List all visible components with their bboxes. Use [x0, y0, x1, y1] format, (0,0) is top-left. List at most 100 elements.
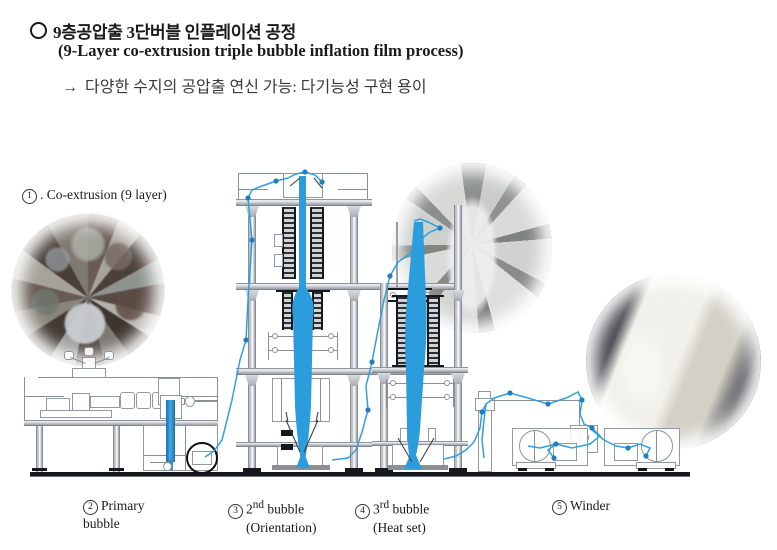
tower3-cage-roller-2 [444, 380, 450, 386]
extruder-gearbox [72, 393, 90, 411]
title-korean: 9층공압출 3단버블 인플레이션 공정 [53, 23, 297, 42]
feed-hopper-a [120, 392, 135, 409]
deck-top [38, 377, 198, 379]
tower3-bracket-c [451, 290, 465, 301]
winder-foot-1b [545, 468, 554, 471]
tower2-foot-left [243, 468, 261, 472]
winder-foot-2b [665, 468, 674, 471]
tower2-top-rail-right [323, 173, 368, 175]
tower3-col-right [454, 205, 462, 472]
die-arm-right [104, 351, 114, 360]
tower2-base-pad [272, 465, 330, 470]
label-primary-text: Primary [101, 498, 145, 513]
extruder-motor [46, 398, 70, 411]
tower3-oven-base [392, 365, 444, 367]
primary-tank-floor [150, 462, 170, 464]
tower2-cage-post-r [337, 332, 339, 360]
tower2-collapse-post-r [320, 378, 322, 422]
deck-foot-left [32, 468, 47, 471]
winder-drive-2 [614, 443, 638, 461]
tower2-mid-oven-left [282, 292, 293, 330]
tower2-oven-tab-a [274, 234, 283, 247]
tower3-oven-cap [392, 295, 444, 297]
deck-back-wall [24, 377, 26, 420]
label-winder-text: Winder [570, 498, 610, 513]
label-third-sup: rd [379, 499, 390, 511]
tower3-foot-left [375, 468, 393, 472]
tower2-oven-left [282, 207, 296, 279]
die-head-photo [12, 214, 164, 366]
label-second-line2: (Orientation) [246, 519, 317, 535]
page-note-text: 다양한 수지의 공압출 연신 가능: 다기능성 구현 용이 [85, 79, 427, 96]
quench-water-level [143, 455, 185, 457]
stage-number-2: 2 [83, 500, 98, 515]
label-co-extrusion: 1. Co-extrusion (9 layer) [22, 186, 167, 204]
tower2-collapse-post-l [281, 378, 283, 422]
bullet-circle-icon [30, 22, 47, 39]
label-second-sup: nd [252, 499, 264, 511]
tower3-base-pad [388, 465, 448, 470]
tower2-cage-roller-3 [272, 347, 278, 353]
label-co-extrusion-suffix: . [40, 187, 44, 202]
winder-tension-tower [478, 410, 492, 472]
tower2-oven-right [310, 207, 324, 279]
deck-rail [24, 396, 64, 398]
tower3-nip-housing [392, 444, 444, 466]
tower3-foot-right [449, 468, 467, 472]
tower2-beam-top [236, 199, 372, 206]
deck-top-right [196, 377, 218, 379]
tower3-bracket-b [451, 373, 465, 384]
tower2-nip-block-a [281, 430, 293, 436]
tower2-top-post-r [367, 173, 369, 200]
tower3-beam-top [372, 367, 468, 373]
tower2-top-rail-left2 [238, 189, 268, 191]
stage-number-3: 3 [228, 503, 243, 519]
tower2-top-post-l [238, 173, 240, 200]
deck-slab [24, 420, 218, 426]
primary-bubble-column [166, 400, 175, 462]
label-third-rest: bubble [389, 501, 430, 517]
tower3-oven-right [427, 297, 440, 367]
tower3-cage-roller-3 [390, 394, 396, 400]
tower3-mast [396, 222, 398, 290]
tower2-col-right [350, 205, 358, 472]
winder-foot-1a [518, 468, 527, 471]
page-note: → 다양한 수지의 공압출 연신 가능: 다기능성 구현 용이 [62, 73, 427, 97]
tower2-cage-roller-1 [272, 333, 278, 339]
tower2-mid-cap [276, 290, 330, 292]
feed-hopper-b [136, 392, 151, 409]
deck-foot-mid [109, 468, 124, 471]
die-arm-left [64, 351, 74, 360]
winder-tension-cap [478, 391, 491, 399]
tower2-col-left [248, 205, 256, 472]
winder-base-1 [516, 462, 556, 469]
tower3-mast-arm-b [388, 300, 432, 302]
winder-overhead-rail [492, 400, 580, 402]
tower3-cage-roller-1 [390, 380, 396, 386]
label-third-line2: (Heat set) [373, 519, 426, 535]
melt-transfer-line [195, 400, 217, 402]
label-primary-line2: bubble [83, 516, 120, 531]
tower2-bracket-b [347, 206, 361, 217]
tower2-nip-block-b [281, 444, 293, 450]
label-second-rest: bubble [264, 501, 305, 517]
label-third-base: 3 [373, 501, 380, 517]
deck-leg-mid [113, 426, 120, 472]
page-subtitle: (9-Layer co-extrusion triple bubble infl… [58, 41, 464, 60]
tower2-cage-roller-4 [328, 347, 334, 353]
winder-overhead-post [579, 400, 581, 428]
extruder-barrel [90, 396, 120, 408]
primary-pull-unit [192, 451, 212, 465]
deck-leg-left [36, 426, 43, 472]
tower2-cage-roller-2 [328, 333, 334, 339]
screen-changer [185, 396, 195, 407]
tower3-cage-post-l [386, 379, 388, 407]
arrow-right-icon: → [62, 79, 78, 96]
tower2-top-rail-right2 [338, 189, 368, 191]
tower3-oven-left [396, 297, 409, 367]
